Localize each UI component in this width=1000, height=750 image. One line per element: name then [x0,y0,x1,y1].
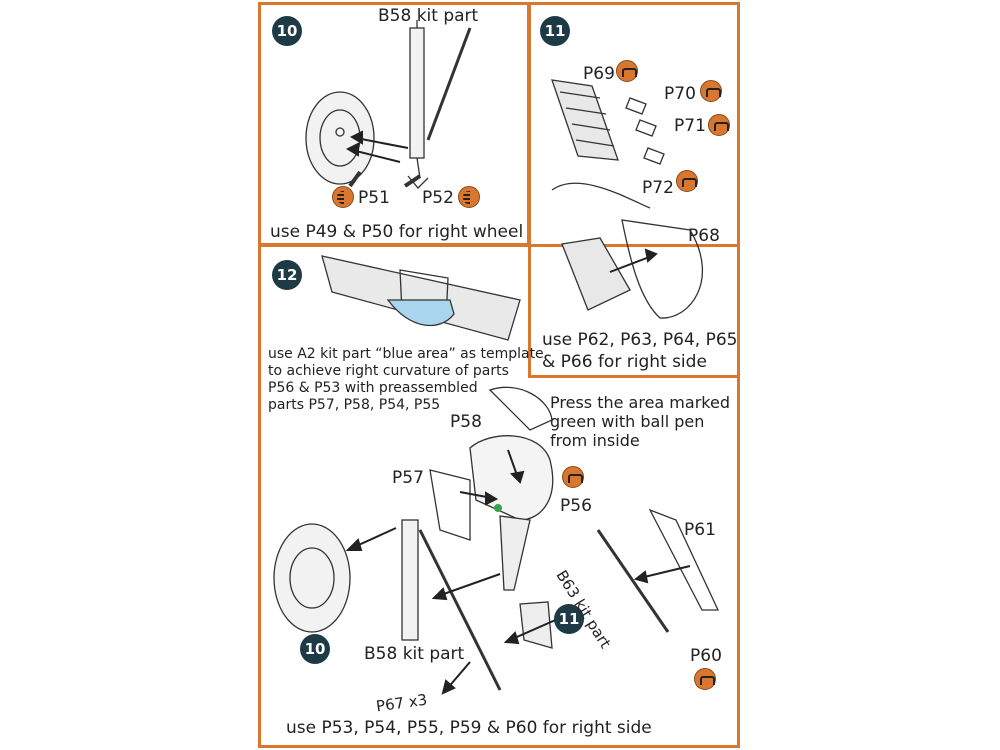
label-p56: P56 [560,496,592,516]
label-p72: P72 [642,178,674,198]
label-p58: P58 [450,412,482,432]
main-wheel [305,91,375,185]
resin-part-icon [700,80,722,102]
step-badge-11-ref: 11 [554,604,584,634]
press-instruction-line: from inside [550,431,640,450]
photo-etch-icon [458,186,480,208]
panel-step-11 [528,2,740,378]
panel12-note-line: to achieve right curvature of parts [268,363,509,379]
flap-strip-lower [561,237,631,311]
tail-wheel [273,523,351,633]
photo-etch-icon [332,186,354,208]
wing-assembly [321,255,521,341]
part-p58 [469,435,554,521]
panel12-bottom-note: use P53, P54, P55, P59 & P60 for right s… [286,718,652,738]
label-p61: P61 [684,520,716,540]
label-p68: P68 [688,226,720,246]
label-b58-kit-part-2: B58 kit part [364,644,465,664]
landing-strut [409,27,425,159]
label-b58-kit-part: B58 kit part [378,6,479,26]
panel12-note-line: parts P57, P58, P54, P55 [268,397,441,413]
label-p52: P52 [422,188,454,208]
resin-part-icon [694,668,716,690]
panel12-note-line: P56 & P53 with preassembled [268,380,478,396]
panel12-note-line: use A2 kit part “blue area” as template [268,346,544,362]
resin-part-icon [616,60,638,82]
panel12-note: use A2 kit part “blue area” as template … [268,346,544,414]
part-p68 [621,219,703,319]
label-p51: P51 [358,188,390,208]
label-p57: P57 [392,468,424,488]
step-badge-12: 12 [272,260,302,290]
resin-part-icon [562,466,584,488]
flap-strip-upper [551,79,619,161]
resin-part-icon [676,170,698,192]
step-badge-10-ref: 10 [300,634,330,664]
press-instruction-line: Press the area marked [550,393,730,412]
resin-part-icon [708,114,730,136]
label-p70: P70 [664,84,696,104]
press-instruction-line: green with ball pen [550,412,705,431]
label-p60: P60 [690,646,722,666]
press-instruction: Press the area marked green with ball pe… [550,393,730,450]
step-badge-11: 11 [540,16,570,46]
panel11-note-line1: use P62, P63, P64, P65 [542,330,738,350]
label-p69: P69 [583,64,615,84]
panel-step-12 [258,244,740,748]
panel10-note: use P49 & P50 for right wheel [270,222,524,242]
part-p61 [648,508,720,611]
label-p71: P71 [674,116,706,136]
panel11-note-line2: & P66 for right side [542,352,707,372]
step-badge-10: 10 [272,16,302,46]
part-p57 [429,469,471,541]
